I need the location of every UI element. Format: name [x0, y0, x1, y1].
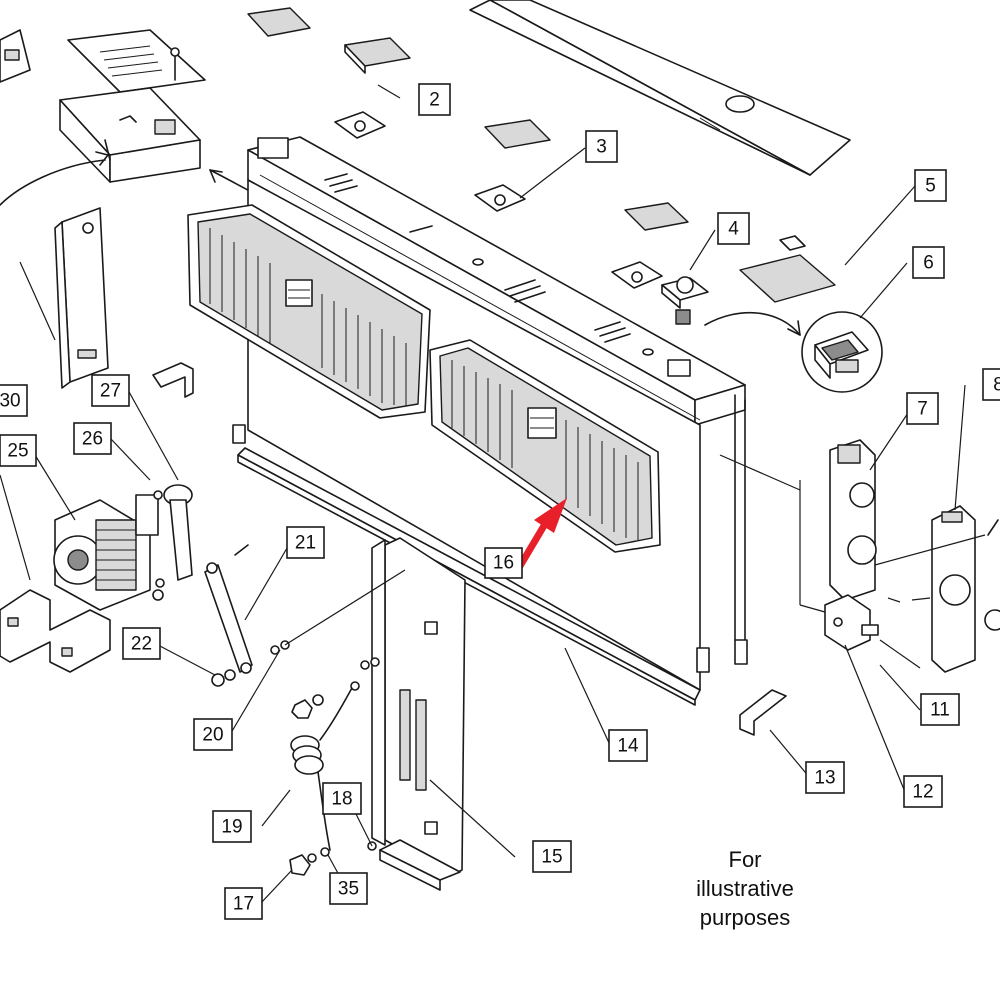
svg-text:17: 17	[233, 894, 254, 915]
motor-assembly	[53, 494, 165, 611]
svg-text:3: 3	[596, 137, 607, 158]
svg-text:20: 20	[202, 725, 223, 746]
note-line-2: illustrative	[696, 876, 794, 901]
svg-text:14: 14	[617, 736, 639, 757]
callout-18: 18	[322, 782, 362, 815]
callout-35: 35	[329, 872, 368, 905]
callout-16: 16	[484, 547, 523, 579]
face-plate-8	[931, 505, 976, 673]
callout-14: 14	[608, 729, 648, 762]
callout-26: 26	[73, 422, 112, 455]
svg-text:8: 8	[993, 375, 1000, 396]
svg-text:7: 7	[917, 399, 928, 420]
part-4-pad	[624, 202, 689, 231]
switch-holder-7	[829, 439, 877, 601]
svg-text:2: 2	[429, 90, 440, 111]
svg-text:6: 6	[923, 253, 934, 274]
callout-17: 17	[224, 887, 263, 920]
callout-27: 27	[91, 374, 130, 407]
lower-rail	[237, 447, 701, 706]
washers	[152, 589, 290, 687]
part-3-clip	[474, 184, 526, 212]
part-4-button	[661, 276, 709, 325]
callout-2: 2	[418, 83, 451, 116]
svg-text:16: 16	[493, 553, 514, 574]
note-line-3: purposes	[699, 905, 791, 930]
callout-3: 3	[585, 130, 618, 163]
nuts-and-screws	[289, 657, 380, 876]
part-4-clip	[611, 261, 663, 289]
note-line-1: For	[728, 847, 762, 872]
part-13-bracket	[739, 689, 787, 736]
right-edge-parts	[984, 519, 1000, 631]
curved-arrow-right	[704, 311, 801, 336]
part-3-clip-upper	[334, 111, 386, 139]
part-5-pad	[739, 235, 836, 303]
callout-13: 13	[805, 761, 845, 794]
callout-11: 11	[920, 693, 960, 726]
svg-text:4: 4	[728, 219, 739, 240]
svg-text:21: 21	[295, 533, 316, 554]
top-small-pad	[247, 7, 311, 37]
part-3-pad	[484, 119, 551, 149]
top-left-switch-cover	[67, 29, 206, 93]
base-bracket	[0, 589, 111, 673]
svg-text:15: 15	[541, 847, 562, 868]
svg-text:19: 19	[221, 817, 242, 838]
cam-lever	[153, 484, 193, 581]
callout-8: 8	[982, 368, 1000, 401]
svg-text:13: 13	[814, 768, 835, 789]
callout-22: 22	[122, 627, 161, 660]
callout-20: 20	[193, 718, 233, 751]
highlight-arrow-red	[516, 498, 567, 570]
callout-7: 7	[906, 392, 939, 425]
curved-arrow-left	[0, 159, 106, 206]
callout-25: 25	[0, 434, 37, 467]
svg-text:35: 35	[338, 879, 359, 900]
svg-text:11: 11	[930, 700, 950, 721]
small-bracket	[152, 362, 194, 398]
top-left-switch-housing	[59, 87, 201, 183]
svg-text:30: 30	[0, 391, 21, 412]
top-rail	[469, 0, 851, 176]
part-6-switch-detail	[801, 311, 883, 393]
svg-text:26: 26	[82, 429, 103, 450]
callout-12: 12	[903, 775, 943, 808]
callout-21: 21	[286, 526, 325, 559]
callout-19: 19	[212, 810, 252, 843]
svg-text:18: 18	[331, 789, 352, 810]
grille-panel-left	[187, 204, 431, 419]
top-left-edge-part	[0, 29, 31, 83]
svg-text:27: 27	[100, 381, 121, 402]
svg-text:5: 5	[925, 176, 936, 197]
callout-4: 4	[717, 212, 750, 245]
part-12-block	[824, 594, 879, 651]
illustrative-note: For illustrative purposes	[672, 845, 818, 932]
center-support-bracket	[371, 537, 466, 891]
grille-panel-right	[429, 339, 661, 553]
spring	[290, 681, 360, 851]
vertical-bracket	[54, 207, 109, 389]
callout-15: 15	[532, 840, 572, 873]
callout-6: 6	[912, 246, 945, 279]
svg-text:22: 22	[131, 634, 152, 655]
callout-30: 30	[0, 384, 28, 417]
svg-text:12: 12	[912, 782, 933, 803]
svg-text:25: 25	[7, 441, 28, 462]
part-2-pad	[344, 37, 411, 74]
callout-5: 5	[914, 169, 947, 202]
link-arm	[204, 544, 253, 674]
leader-lines	[0, 84, 986, 905]
